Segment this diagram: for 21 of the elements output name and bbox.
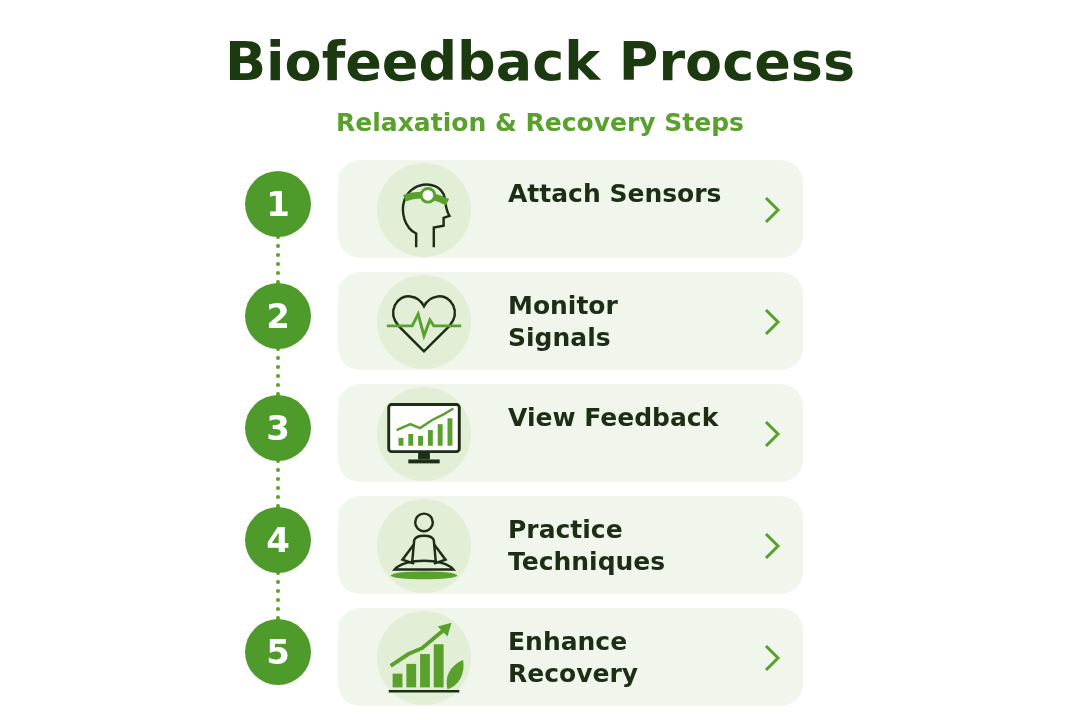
step-label: Attach Sensors — [508, 178, 723, 210]
number-badge: 5 — [245, 619, 311, 685]
subtitle: Relaxation & Recovery Steps — [336, 108, 744, 137]
title: Biofeedback Process — [224, 30, 856, 93]
step-card — [338, 272, 803, 370]
dotted-connector — [276, 235, 280, 285]
step-label: Enhance Recovery — [508, 626, 640, 690]
step-label: Monitor Signals — [508, 290, 619, 354]
step-label: Practice Techniques — [508, 514, 667, 578]
step-card — [338, 160, 803, 258]
number-badge: 1 — [245, 171, 311, 237]
step-card — [338, 496, 803, 594]
step-card — [338, 384, 803, 482]
number-badge: 4 — [245, 507, 311, 573]
step-label: View Feedback — [508, 402, 720, 434]
dotted-connector — [276, 459, 280, 509]
step-card — [338, 608, 803, 706]
dotted-connector — [276, 347, 280, 397]
number-badge: 2 — [245, 283, 311, 349]
dotted-connector — [276, 571, 280, 621]
number-badge: 3 — [245, 395, 311, 461]
